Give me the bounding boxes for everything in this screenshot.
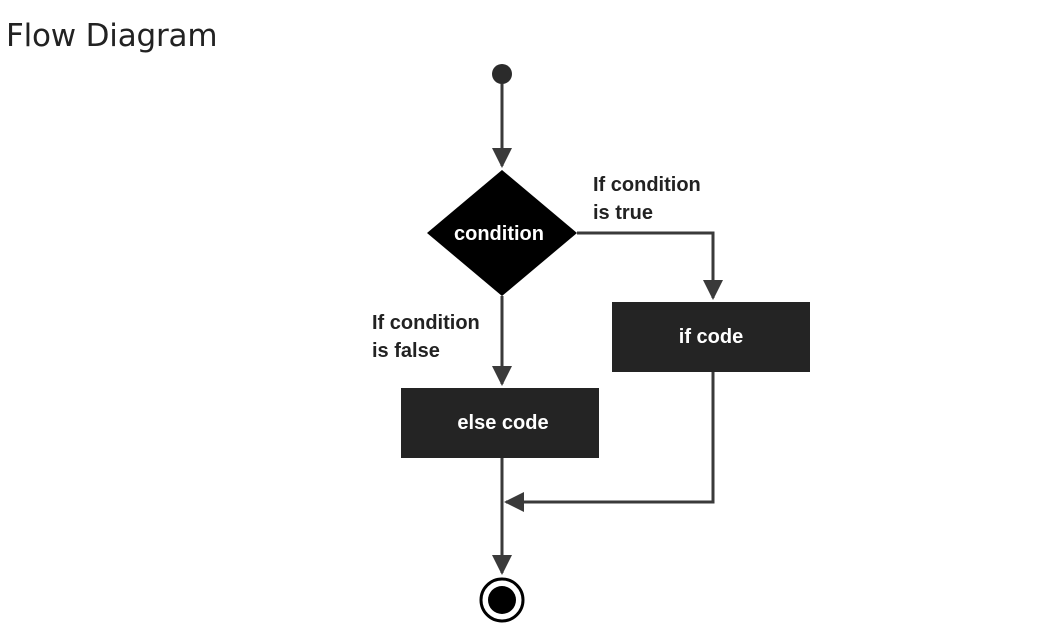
if-code-box <box>612 302 810 372</box>
else-code-label: else code <box>457 412 548 434</box>
condition-diamond <box>427 170 577 296</box>
if-to-merge-arrow <box>504 372 715 512</box>
true-branch-label: If condition is true <box>593 174 706 224</box>
true-branch-arrow <box>577 231 723 300</box>
end-node <box>479 577 525 623</box>
else-code-box <box>401 388 599 458</box>
condition-label: condition <box>454 223 544 245</box>
if-code-label: if code <box>679 326 743 348</box>
false-branch-label: If condition is false <box>372 312 485 362</box>
start-node <box>492 64 512 84</box>
page-title: Flow Diagram <box>6 18 218 54</box>
